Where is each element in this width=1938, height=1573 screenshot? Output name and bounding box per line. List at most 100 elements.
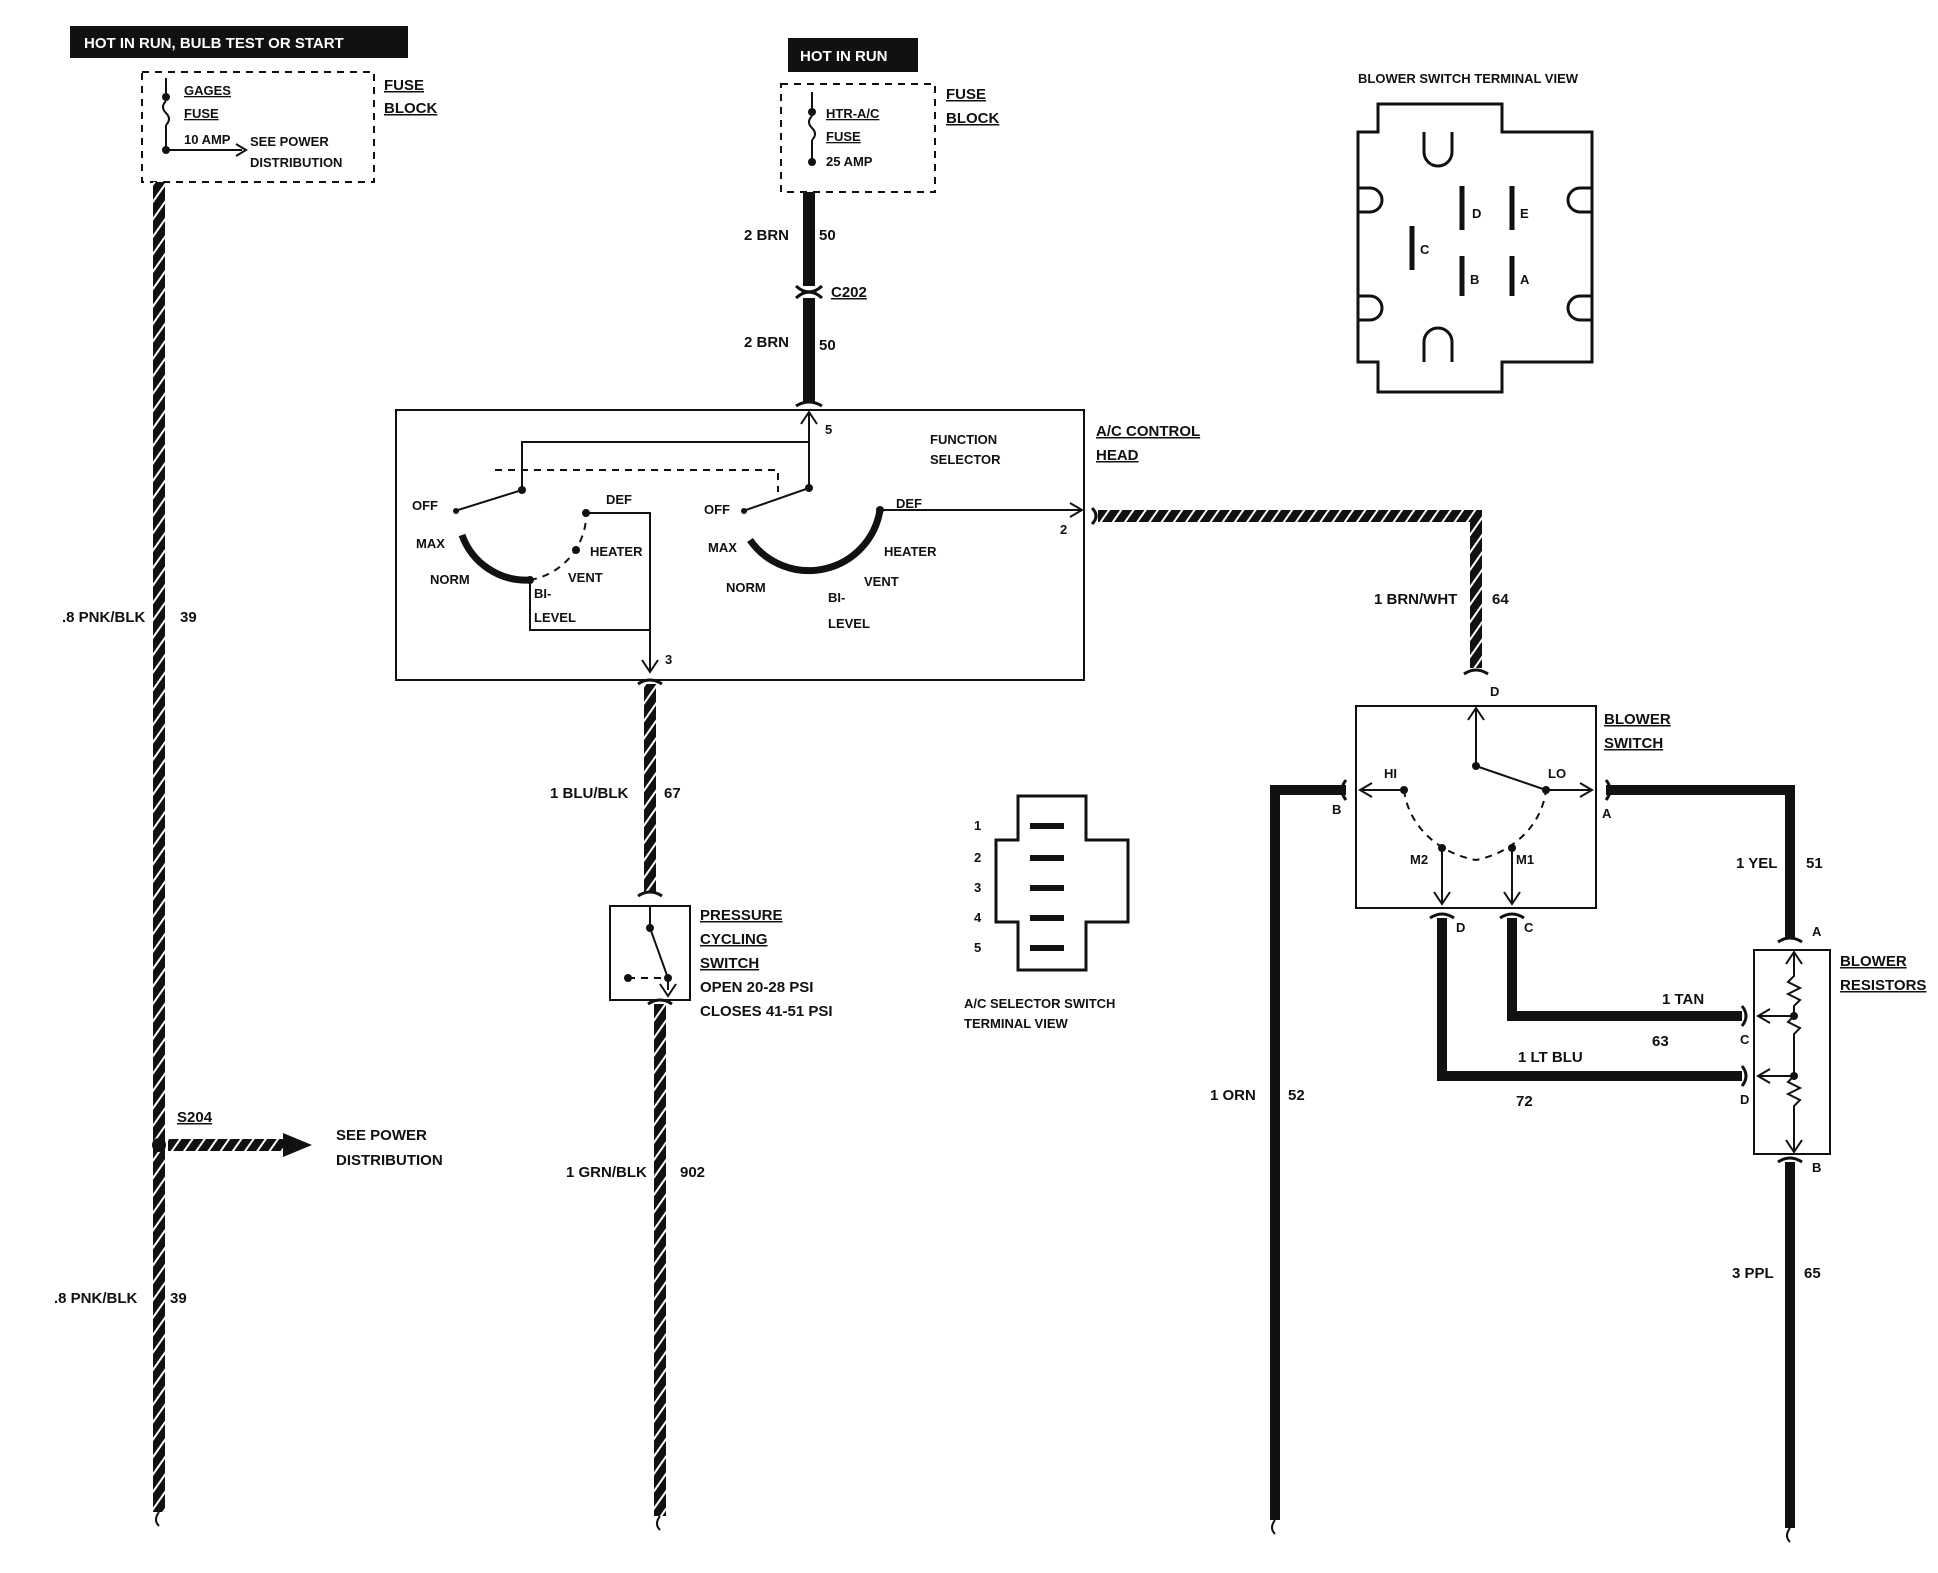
blower-m2: M2 <box>1410 852 1428 867</box>
brn-lower-gauge: 2 BRN <box>744 334 789 351</box>
yel-circuit: 51 <box>1806 855 1823 872</box>
terminal-e: E <box>1520 206 1529 221</box>
function-selector-1: FUNCTION <box>930 432 997 447</box>
splice-note-2: DISTRIBUTION <box>336 1152 443 1169</box>
htr-fuse-name-1: HTR-A/C <box>826 106 880 121</box>
header-hot-in-run-bulb-test: HOT IN RUN, BULB TEST OR START <box>70 26 408 58</box>
selector-num-1: 1 <box>974 818 981 833</box>
gages-fuse-name-1: GAGES <box>184 83 231 98</box>
control-head-title-1: A/C CONTROL <box>1096 423 1200 440</box>
splice-note-1: SEE POWER <box>336 1127 427 1144</box>
selector-num-3: 3 <box>974 880 981 895</box>
wire-blu-blk: 1 BLU/BLK 67 <box>550 678 681 898</box>
right-bi: BI- <box>828 590 845 605</box>
orn-circuit: 52 <box>1288 1087 1305 1104</box>
left-level: LEVEL <box>534 610 576 625</box>
right-level: LEVEL <box>828 616 870 631</box>
wire-tan: 1 TAN 63 <box>1499 912 1748 1050</box>
splice-s204: S204 SEE POWER DISTRIBUTION <box>152 1109 443 1169</box>
blower-pin-b: B <box>1332 802 1341 817</box>
brn-wht-circuit: 64 <box>1492 591 1509 608</box>
blower-switch: BLOWER SWITCH D HI LO M2 M1 B A D C <box>1332 684 1671 935</box>
wire-ppl: 3 PPL 65 <box>1732 1156 1821 1543</box>
right-def: DEF <box>896 496 922 511</box>
gages-fuse-block-1: FUSE <box>384 77 424 94</box>
right-heater: HEATER <box>884 544 937 559</box>
header-center-text: HOT IN RUN <box>800 48 888 65</box>
brn-upper-circuit: 50 <box>819 227 836 244</box>
selector-title-1: A/C SELECTOR SWITCH <box>964 996 1115 1011</box>
header-hot-in-run: HOT IN RUN <box>788 38 918 72</box>
blower-pin-c-bottom: C <box>1524 920 1534 935</box>
pnk-lower-circuit: 39 <box>170 1290 187 1307</box>
blower-m1: M1 <box>1516 852 1534 867</box>
tan-gauge: 1 TAN <box>1662 991 1704 1008</box>
brn-wht-gauge: 1 BRN/WHT <box>1374 591 1457 608</box>
gages-fuse-note-1: SEE POWER <box>250 134 329 149</box>
resistors-pin-b: B <box>1812 1160 1821 1175</box>
resistors-pin-c: C <box>1740 1032 1750 1047</box>
htr-fuse-rating: 25 AMP <box>826 154 873 169</box>
blower-hi: HI <box>1384 766 1397 781</box>
blu-blk-circuit: 67 <box>664 785 681 802</box>
terminal-b: B <box>1470 272 1479 287</box>
wire-yel: 1 YEL 51 <box>1604 779 1823 944</box>
wire-brn-50: 2 BRN 50 C202 2 BRN 50 <box>744 192 867 408</box>
terminal-a: A <box>1520 272 1530 287</box>
left-bi: BI- <box>534 586 551 601</box>
ac-control-head: A/C CONTROL HEAD FUNCTION SELECTOR 5 2 3… <box>395 409 1200 681</box>
ppl-circuit: 65 <box>1804 1265 1821 1282</box>
gages-fuse-note-2: DISTRIBUTION <box>250 155 342 170</box>
brn-upper-gauge: 2 BRN <box>744 227 789 244</box>
tan-circuit: 63 <box>1652 1033 1669 1050</box>
right-vent: VENT <box>864 574 899 589</box>
gages-fuse-rating: 10 AMP <box>184 132 231 147</box>
left-heater: HEATER <box>590 544 643 559</box>
blower-pin-d-top: D <box>1490 684 1499 699</box>
gages-fuse-block: GAGES FUSE 10 AMP SEE POWER DISTRIBUTION… <box>141 71 437 183</box>
connector-c202: C202 <box>831 284 867 301</box>
left-vent: VENT <box>568 570 603 585</box>
left-norm: NORM <box>430 572 470 587</box>
lt-blu-circuit: 72 <box>1516 1093 1533 1110</box>
wire-lt-blu: 1 LT BLU 72 <box>1429 912 1748 1110</box>
wire-brn-wht: 1 BRN/WHT 64 <box>1090 506 1509 676</box>
pressure-title-1: PRESSURE <box>700 907 783 924</box>
pressure-cycling-switch: PRESSURE CYCLING SWITCH OPEN 20-28 PSI C… <box>609 905 833 1020</box>
terminal-d: D <box>1472 206 1481 221</box>
right-max: MAX <box>708 540 737 555</box>
brn-lower-circuit: 50 <box>819 337 836 354</box>
pressure-title-2: CYCLING <box>700 931 768 948</box>
ac-selector-terminal-view: 1 2 3 4 5 A/C SELECTOR SWITCH TERMINAL V… <box>964 794 1130 1031</box>
left-off: OFF <box>412 498 438 513</box>
header-left-text: HOT IN RUN, BULB TEST OR START <box>84 35 344 52</box>
pin-3: 3 <box>665 652 672 667</box>
pressure-spec-2: CLOSES 41-51 PSI <box>700 1003 833 1020</box>
blower-terminal-title: BLOWER SWITCH TERMINAL VIEW <box>1358 71 1579 86</box>
resistors-pin-d: D <box>1740 1092 1749 1107</box>
wire-pnk-blk: .8 PNK/BLK 39 .8 PNK/BLK 39 <box>54 182 197 1527</box>
pnk-upper-gauge: .8 PNK/BLK <box>62 609 146 626</box>
pin-2: 2 <box>1060 522 1067 537</box>
pressure-spec-1: OPEN 20-28 PSI <box>700 979 813 996</box>
pnk-lower-gauge: .8 PNK/BLK <box>54 1290 138 1307</box>
left-max: MAX <box>416 536 445 551</box>
resistors-title-1: BLOWER <box>1840 953 1907 970</box>
selector-num-5: 5 <box>974 940 981 955</box>
pin-5: 5 <box>825 422 832 437</box>
blower-switch-terminal-view: BLOWER SWITCH TERMINAL VIEW D E C B A <box>1356 71 1594 394</box>
right-off: OFF <box>704 502 730 517</box>
blower-resistors: BLOWER RESISTORS A C D B <box>1740 924 1926 1175</box>
blower-pin-d-bottom: D <box>1456 920 1465 935</box>
grn-blk-circuit: 902 <box>680 1164 705 1181</box>
orn-gauge: 1 ORN <box>1210 1087 1256 1104</box>
pnk-upper-circuit: 39 <box>180 609 197 626</box>
blower-switch-title-2: SWITCH <box>1604 735 1663 752</box>
grn-blk-gauge: 1 GRN/BLK <box>566 1164 647 1181</box>
htr-fuse-name-2: FUSE <box>826 129 861 144</box>
resistors-title-2: RESISTORS <box>1840 977 1926 994</box>
selector-title-2: TERMINAL VIEW <box>964 1016 1068 1031</box>
resistors-pin-a: A <box>1812 924 1822 939</box>
yel-gauge: 1 YEL <box>1736 855 1777 872</box>
